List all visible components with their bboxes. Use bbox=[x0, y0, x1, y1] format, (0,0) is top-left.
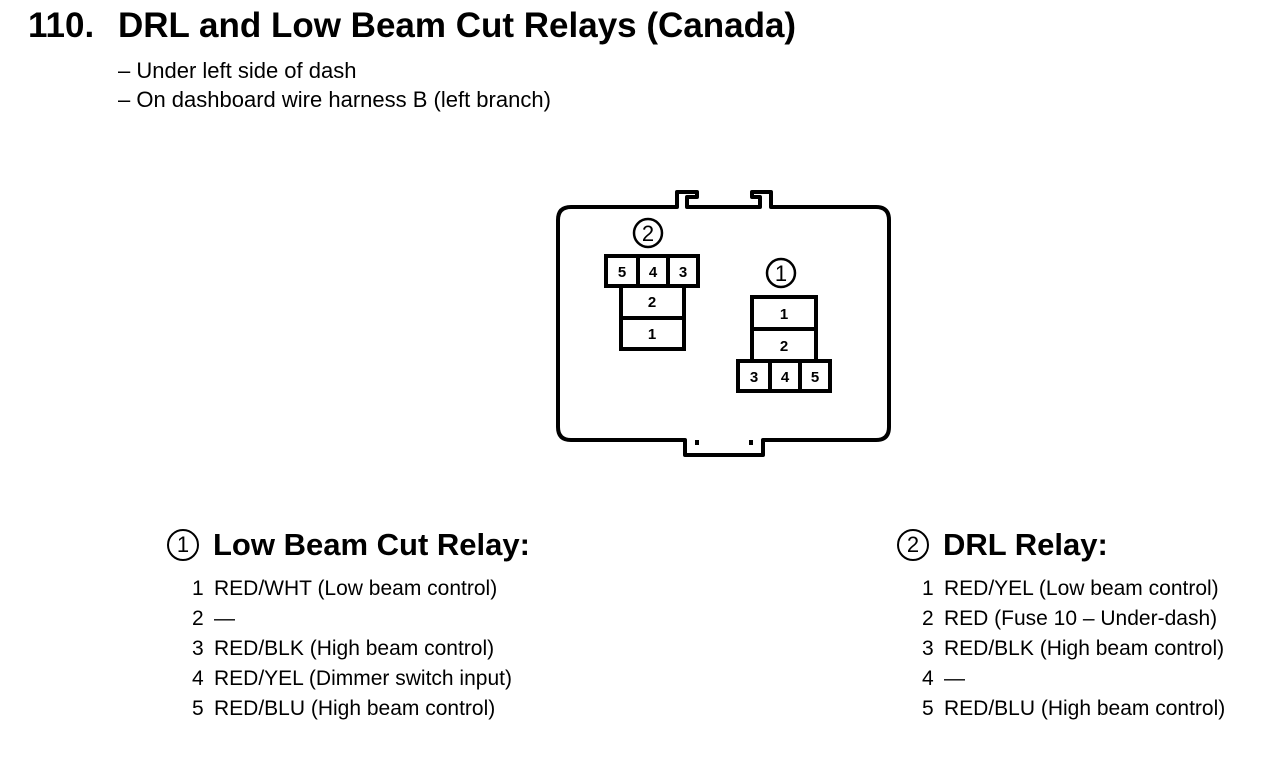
pin-number: 2 bbox=[192, 607, 204, 630]
relay-box-outline bbox=[556, 190, 891, 457]
relay2-cell-3: 3 bbox=[679, 264, 687, 281]
location-line-1: – Under left side of dash bbox=[118, 58, 357, 83]
relay2-marker-label: 2 bbox=[642, 221, 654, 246]
relay1-cell-1: 1 bbox=[780, 306, 788, 323]
pin-number: 3 bbox=[922, 637, 934, 660]
pin-number: 3 bbox=[192, 637, 204, 660]
relay2-marker-circle bbox=[632, 217, 664, 249]
page-title: 110. DRL and Low Beam Cut Relays (Canada) bbox=[28, 4, 796, 48]
pin-number: 4 bbox=[922, 667, 934, 690]
list-item: 4— bbox=[922, 664, 1225, 694]
pin-number: 2 bbox=[922, 607, 934, 630]
relay2-cell-1: 1 bbox=[648, 326, 656, 343]
pin-description: RED/BLK (High beam control) bbox=[944, 637, 1225, 660]
pin-number: 4 bbox=[192, 667, 204, 690]
relay2-pin-list: 1 RED/YEL (Low beam control) 2 RED (Fuse 1… bbox=[922, 574, 1225, 724]
pin-description: — bbox=[944, 667, 965, 690]
relay1-marker-circle bbox=[765, 257, 797, 289]
relay1-cell-2: 2 bbox=[780, 338, 788, 355]
pin-description: RED/WHT (Low beam control) bbox=[214, 577, 498, 600]
relay1-cell-3: 3 bbox=[750, 369, 758, 386]
pin-number: 1 bbox=[922, 577, 934, 600]
relay1-cell-4: 4 bbox=[781, 369, 790, 386]
relay2-cell-2: 2 bbox=[648, 294, 656, 311]
pin-description: — bbox=[214, 607, 235, 630]
list-item: 3 RED/BLK (High beam control) bbox=[922, 634, 1225, 664]
relay1-cell-5: 5 bbox=[811, 369, 819, 386]
relay2-heading-marker: 2 bbox=[897, 529, 929, 561]
list-item: 3 RED/BLK (High beam control) bbox=[192, 634, 512, 664]
section-title: DRL and Low Beam Cut Relays (Canada) bbox=[118, 6, 797, 45]
list-item: 5 RED/BLU (High beam control) bbox=[192, 694, 512, 724]
pin-description: RED (Fuse 10 – Under-dash) bbox=[944, 607, 1218, 630]
pin-number: 1 bbox=[192, 577, 204, 600]
list-item: 1 RED/YEL (Low beam control) bbox=[922, 574, 1225, 604]
relay1-marker-label: 1 bbox=[775, 261, 787, 286]
list-item: 2 RED (Fuse 10 – Under-dash) bbox=[922, 604, 1225, 634]
list-item: 2— bbox=[192, 604, 512, 634]
relay1-heading-marker: 1 bbox=[167, 529, 199, 561]
latch-notch-bottom bbox=[695, 440, 753, 445]
pin-description: RED/YEL (Low beam control) bbox=[944, 577, 1219, 600]
pin-description: RED/YEL (Dimmer switch input) bbox=[214, 667, 512, 690]
list-item: 5 RED/BLU (High beam control) bbox=[922, 694, 1225, 724]
relay1-title: Low Beam Cut Relay: bbox=[213, 527, 530, 562]
relay2-title: DRL Relay: bbox=[943, 527, 1108, 562]
pin-description: RED/BLU (High beam control) bbox=[944, 697, 1226, 720]
list-item: 4 RED/YEL (Dimmer switch input) bbox=[192, 664, 512, 694]
location-line-2: – On dashboard wire harness B (left bran… bbox=[118, 87, 551, 112]
relay1-bottom-block bbox=[736, 359, 832, 393]
relay1-heading: 1 Low Beam Cut Relay: bbox=[167, 527, 530, 563]
relay2-heading: 2 DRL Relay: bbox=[897, 527, 1108, 563]
relay2-cell-4: 4 bbox=[649, 264, 658, 281]
pin-description: RED/BLK (High beam control) bbox=[214, 637, 495, 660]
section-number: 110. bbox=[28, 6, 95, 45]
pin-number: 5 bbox=[922, 697, 934, 720]
pin-description: RED/BLU (High beam control) bbox=[214, 697, 496, 720]
list-item: 1 RED/WHT (Low beam control) bbox=[192, 574, 512, 604]
relay2-cell-5: 5 bbox=[618, 264, 626, 281]
pin-number: 5 bbox=[192, 697, 204, 720]
